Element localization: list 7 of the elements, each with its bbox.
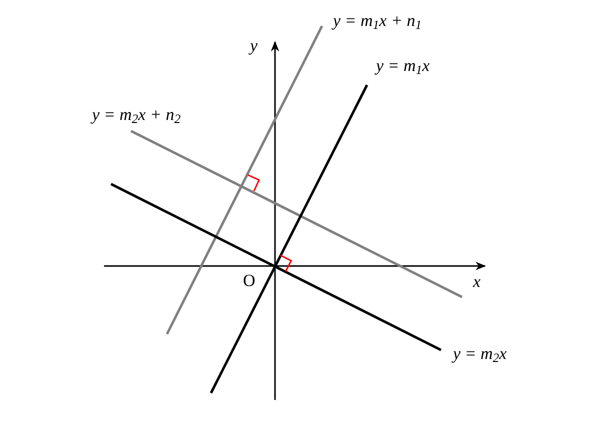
axis-label: y <box>250 35 258 57</box>
equation-label: y = m$_{2}$x + n$_{2}$ <box>92 104 181 126</box>
equation-label: y = m$_{1}$x <box>376 55 430 77</box>
equation-label: y = m$_{1}$x + n$_{1}$ <box>333 10 422 32</box>
axis-label: x <box>473 271 481 293</box>
origin-label: O <box>243 270 256 292</box>
equation-label: y = m$_{2}$x <box>453 343 507 365</box>
